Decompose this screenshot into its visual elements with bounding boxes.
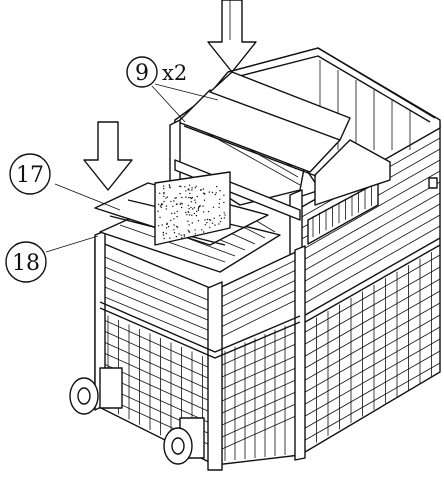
down-arrow-left <box>83 121 133 191</box>
latch-hardware <box>428 177 438 189</box>
callout-9: 9 x2 <box>126 56 187 88</box>
leader-9a <box>154 83 219 101</box>
leader-9b <box>151 85 186 123</box>
callout-18-number: 18 <box>12 251 40 276</box>
wheel-right <box>163 417 205 465</box>
leader-18 <box>45 235 99 253</box>
cross-beam-lower <box>209 71 351 141</box>
callout-17-number: 17 <box>16 163 44 188</box>
leader-17 <box>54 183 121 211</box>
stippled-panel <box>154 171 231 246</box>
right-side-wall <box>299 124 441 456</box>
callout-9-quantity: x2 <box>162 61 187 85</box>
down-arrow-top <box>207 0 257 73</box>
callout-17: 17 <box>9 153 51 195</box>
side-vent <box>307 181 379 245</box>
wheel-left <box>69 367 123 415</box>
callout-18: 18 <box>5 241 47 283</box>
callout-9-number: 9 <box>135 61 149 86</box>
